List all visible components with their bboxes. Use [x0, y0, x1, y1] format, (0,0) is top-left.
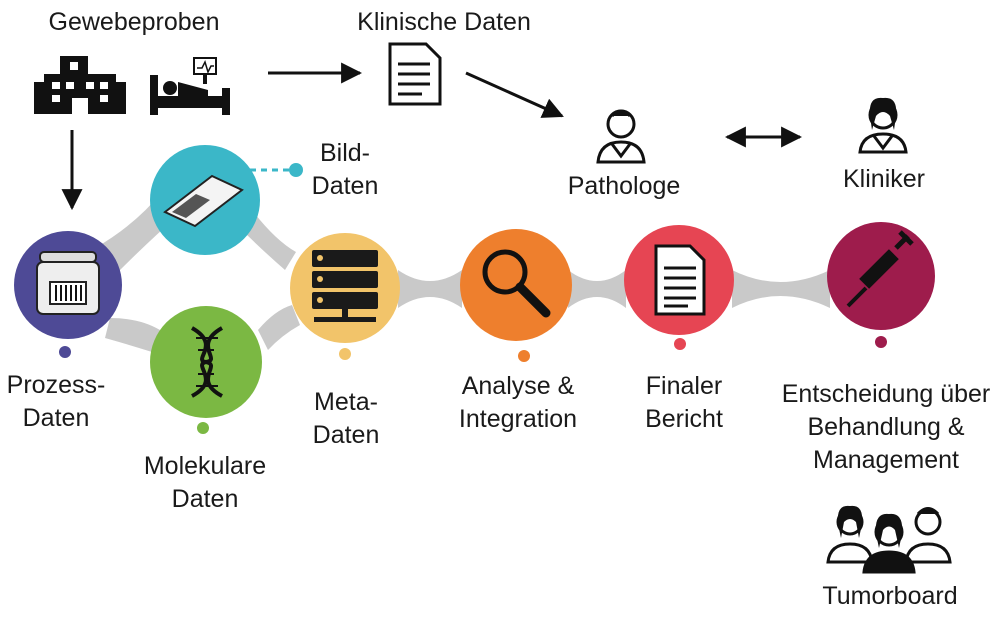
- dna-icon: [190, 326, 224, 398]
- connector-molecular-meta: [258, 305, 300, 350]
- label-pathologist: Pathologe: [567, 172, 681, 200]
- magnifier-icon: [482, 249, 551, 318]
- analysis-dot: [518, 350, 530, 362]
- connector-meta-analysis: [398, 270, 462, 308]
- label-process-data: Prozess-Daten: [6, 371, 106, 432]
- node-molecular-data: [150, 306, 262, 418]
- decision-dot: [875, 336, 887, 348]
- node-process-data: [14, 231, 122, 339]
- node-decision: [827, 222, 935, 330]
- clinician-icon: [858, 97, 908, 154]
- label-tissue-samples: Gewebeproben: [48, 8, 220, 36]
- connector-report-decision: [732, 270, 830, 308]
- node-meta-data: [290, 233, 400, 343]
- connector-analysis-report: [568, 270, 626, 308]
- node-analysis: [460, 229, 572, 341]
- label-analysis: Analyse &Integration: [458, 372, 578, 433]
- connector-image-meta: [240, 210, 296, 270]
- patient-bed-icon: [150, 57, 230, 115]
- node-image-data: [150, 145, 260, 255]
- label-clinical-data: Klinische Daten: [357, 8, 531, 36]
- syringe-icon: [846, 230, 914, 308]
- node-final-report: [624, 225, 734, 335]
- team-icon: [826, 505, 952, 574]
- arrow-clinical-to-pathologist: [465, 71, 564, 118]
- meta-data-dot: [339, 348, 351, 360]
- flow-arrows: [61, 62, 803, 211]
- label-image-data: Bild-Daten: [311, 139, 379, 200]
- hospital-icon: [34, 56, 126, 114]
- document-icon: [388, 42, 442, 106]
- molecular-data-dot: [197, 422, 209, 434]
- connector-process-molecular: [105, 318, 160, 352]
- label-meta-data: Meta-Daten: [312, 388, 380, 449]
- report-icon: [654, 244, 706, 316]
- sample-jar-icon: [36, 251, 100, 315]
- server-icon: [312, 250, 378, 322]
- label-clinician: Kliniker: [843, 165, 925, 193]
- label-tumorboard: Tumorboard: [822, 582, 958, 610]
- pathologist-icon: [596, 109, 646, 164]
- final-report-dot: [674, 338, 686, 350]
- image-data-dot: [289, 163, 303, 177]
- microscope-slide-icon: [163, 174, 244, 228]
- process-data-dot: [59, 346, 71, 358]
